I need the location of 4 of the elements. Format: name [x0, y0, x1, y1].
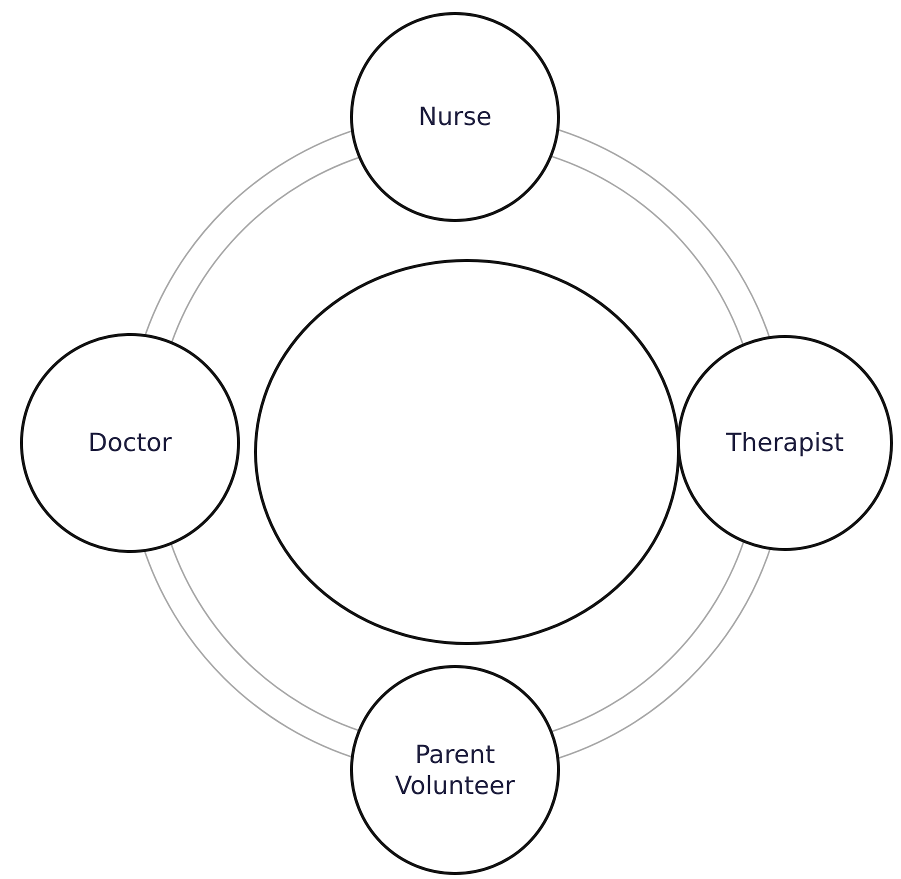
role-label: Doctor — [88, 427, 172, 459]
role-label: Therapist — [726, 427, 844, 459]
role-label: Parent Volunteer — [394, 738, 516, 802]
role-label: Nurse — [418, 101, 492, 133]
